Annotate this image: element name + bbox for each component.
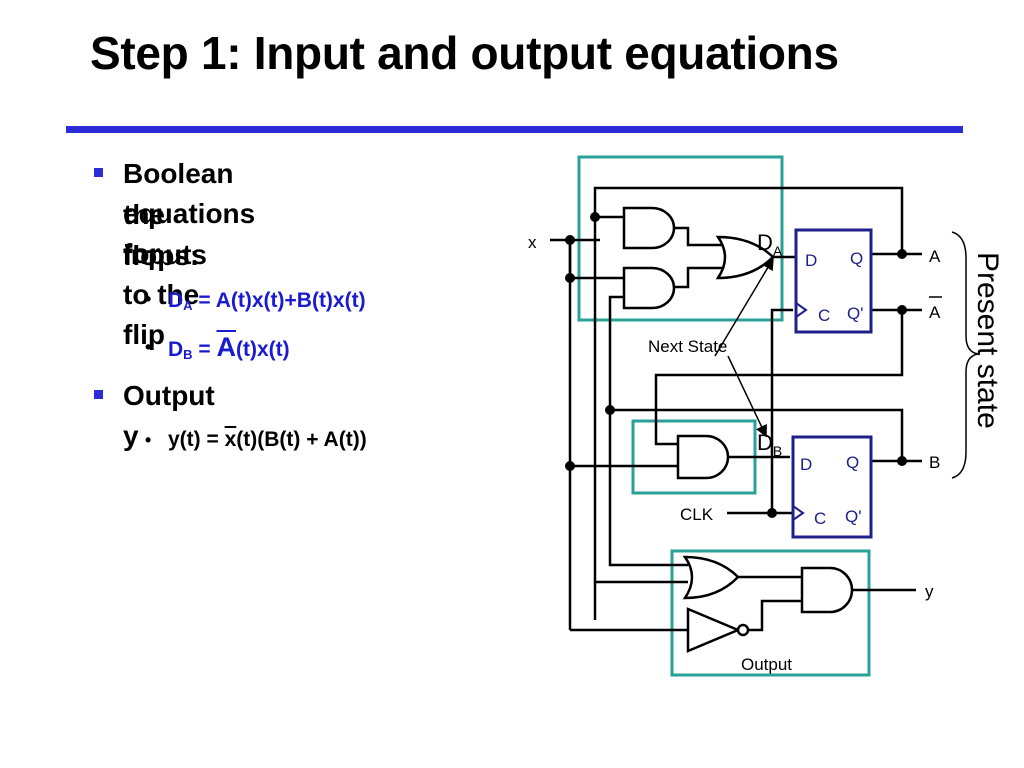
- dff-a-qn-label: Q': [847, 304, 863, 323]
- or-gate-da: [715, 235, 775, 280]
- dff-b: [791, 435, 873, 539]
- y-output-label: y: [925, 582, 934, 601]
- dot-bullet-icon: •: [145, 289, 152, 309]
- present-state-brace: [951, 231, 979, 479]
- bullet-output-y: Output y: [123, 380, 215, 451]
- dff-b-qn-label: Q': [845, 507, 861, 526]
- output-box-label: Output: [741, 655, 792, 674]
- wires: [550, 186, 922, 632]
- dff-a-q-label: Q: [850, 249, 863, 268]
- dff-a-d-label: D: [805, 251, 817, 270]
- present-state-label: Present state: [971, 252, 1004, 429]
- next-state-box-a: [577, 155, 784, 322]
- bullet-boolean-line1: Boolean equations for: [123, 158, 256, 269]
- highlight-boxes: [577, 155, 871, 677]
- x-input-label: x: [528, 233, 537, 252]
- equation-y: y(t) = x(t)(B(t) + A(t)): [168, 428, 367, 451]
- and-gates: [622, 206, 854, 614]
- next-state-arrows: [714, 257, 774, 438]
- not-gate: [686, 607, 750, 653]
- slide-title: Step 1: Input and output equations: [90, 27, 839, 79]
- output-a-bar-label: A: [929, 303, 941, 322]
- dff-b-c-label: C: [814, 509, 826, 528]
- output-b-label: B: [929, 453, 940, 472]
- and-gate-db: [676, 434, 730, 480]
- da-label: DA: [757, 230, 783, 259]
- and-gate-y: [800, 566, 854, 614]
- dot-bullet-icon: •: [145, 430, 152, 450]
- dff-b-q-label: Q: [846, 453, 859, 472]
- clk-label: CLK: [680, 505, 714, 524]
- and-gate-1: [622, 206, 676, 250]
- db-label: DB: [757, 430, 782, 459]
- output-box: [670, 549, 871, 677]
- output-a-label: A: [929, 247, 941, 266]
- or-gates: [682, 235, 775, 600]
- junction-dots: [565, 212, 907, 518]
- square-bullet-icon: [94, 168, 103, 177]
- square-bullet-icon: [94, 390, 103, 399]
- next-state-label: Next State: [648, 337, 727, 356]
- dff-a-c-label: C: [818, 306, 830, 325]
- dot-bullet-icon: •: [145, 337, 152, 357]
- equation-da: DA = A(t)x(t)+B(t)x(t): [168, 289, 366, 313]
- title-underline: [66, 126, 963, 133]
- and-gate-2: [622, 266, 676, 310]
- bullet-boolean-line2: the inputs to the flip: [123, 199, 207, 350]
- dff-b-d-label: D: [800, 455, 812, 474]
- bullet-boolean-line3: flops:: [123, 240, 200, 271]
- dff-a: [794, 228, 873, 334]
- equation-db: DB = A(t)x(t): [168, 332, 290, 362]
- or-gate-y: [682, 555, 740, 600]
